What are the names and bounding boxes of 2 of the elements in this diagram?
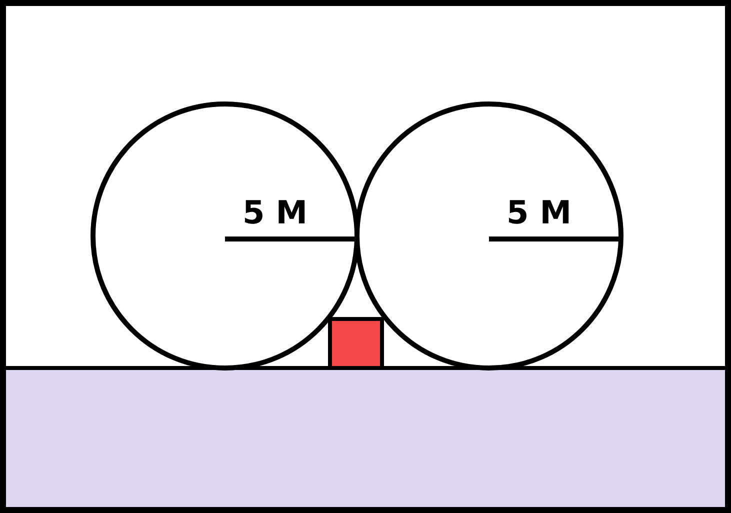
dimension-label: 5 M bbox=[244, 200, 305, 224]
dimension-label: 5 M bbox=[508, 200, 569, 224]
